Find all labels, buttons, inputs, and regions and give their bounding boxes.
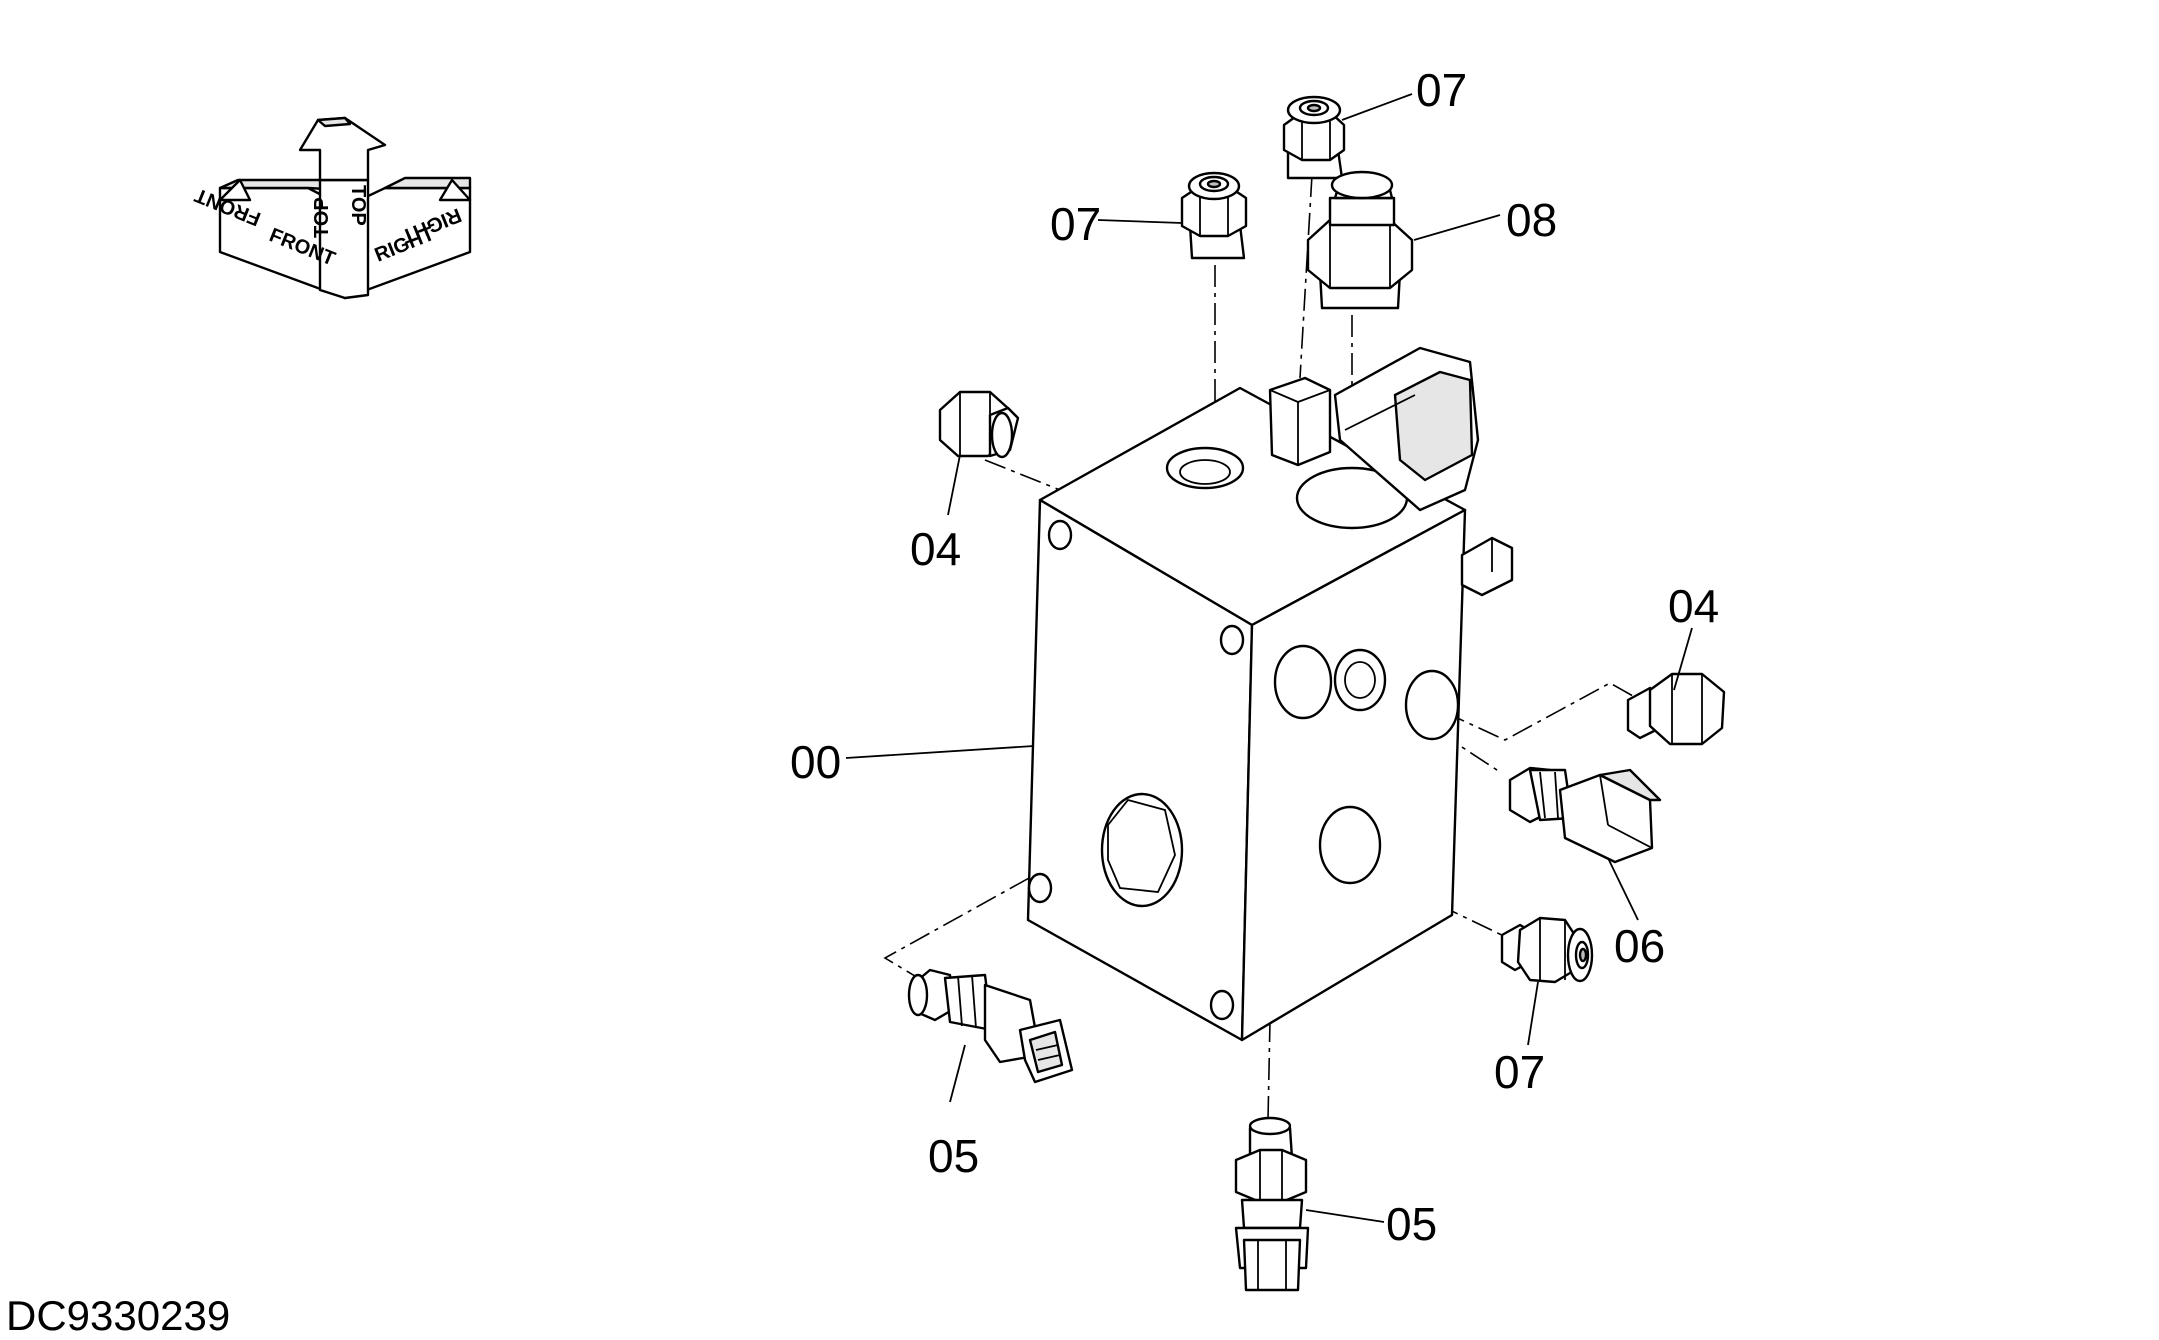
switch-06 [1508, 766, 1662, 864]
sensor-05-bottom [1234, 1116, 1310, 1292]
leader-lines [845, 93, 1693, 1223]
callout-05-bottom: 05 [1386, 1198, 1437, 1250]
fitting-07-bottom [1500, 916, 1594, 984]
callout-04-left: 04 [910, 523, 961, 575]
callout-06: 06 [1614, 920, 1665, 972]
plug-08 [1306, 170, 1414, 310]
plug-04-right [1626, 672, 1726, 746]
orientation-top-mirror-label: TOP [311, 197, 333, 238]
sensor-05-left [907, 968, 1074, 1084]
valve-block [1026, 346, 1514, 1042]
orientation-indicator: FRONT FRONT TOP TOP RIGHT RIGHT [192, 116, 472, 300]
callout-04-right: 04 [1668, 580, 1719, 632]
callout-00: 00 [790, 736, 841, 788]
plug-04-left [938, 390, 1020, 459]
callout-07-top: 07 [1416, 64, 1467, 116]
document-id: DC9330239 [6, 1292, 230, 1339]
callout-05-left: 05 [928, 1130, 979, 1182]
fitting-07-left [1180, 171, 1248, 260]
orientation-top-label: TOP [347, 185, 369, 226]
callout-08: 08 [1506, 194, 1557, 246]
callout-07-left: 07 [1050, 198, 1101, 250]
fitting-07-top [1282, 95, 1346, 180]
callout-07-bottom: 07 [1494, 1046, 1545, 1098]
